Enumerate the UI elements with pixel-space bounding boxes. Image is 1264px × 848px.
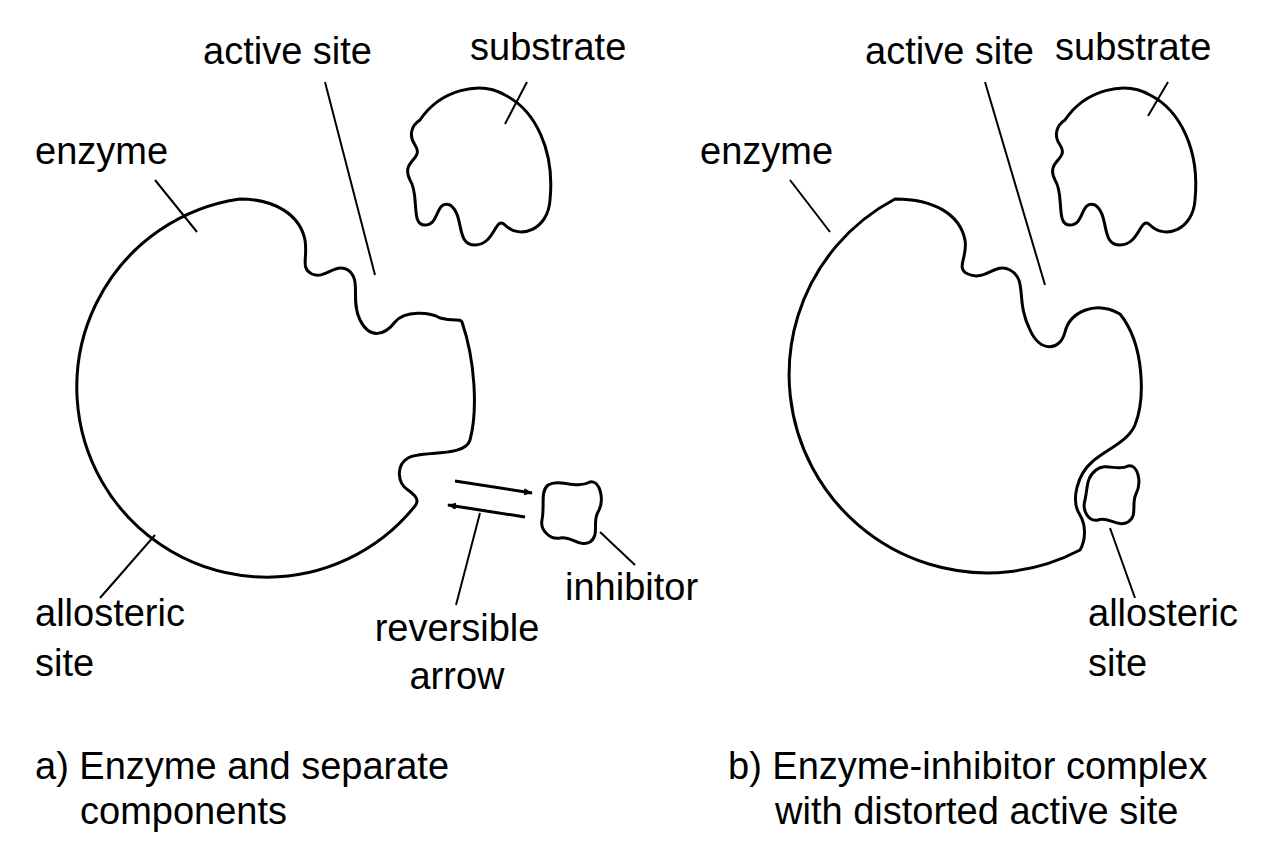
inhibitor-shape bbox=[1084, 466, 1139, 524]
panel-caption: a) Enzyme and separate components bbox=[80, 744, 480, 834]
leader-line bbox=[1148, 82, 1168, 116]
enzyme-shape bbox=[789, 199, 1141, 573]
forward-arrow bbox=[455, 481, 532, 493]
leader-line bbox=[325, 82, 375, 275]
part-label: active site bbox=[865, 28, 1034, 74]
enzyme-shape bbox=[77, 199, 475, 577]
leader-line bbox=[1110, 528, 1135, 598]
part-label: allosteric site bbox=[1088, 588, 1258, 688]
leader-line bbox=[505, 82, 527, 124]
leader-line bbox=[790, 180, 830, 232]
part-label: active site bbox=[203, 28, 372, 74]
leader-line bbox=[985, 82, 1045, 285]
part-label: enzyme bbox=[700, 128, 833, 174]
part-label: reversible arrow bbox=[362, 604, 552, 700]
leader-line bbox=[600, 532, 635, 565]
substrate-shape bbox=[408, 88, 551, 245]
part-label: inhibitor bbox=[565, 564, 698, 610]
part-label: substrate bbox=[470, 24, 626, 70]
part-label: substrate bbox=[1055, 24, 1211, 70]
part-label: enzyme bbox=[35, 128, 168, 174]
inhibitor-shape bbox=[542, 482, 602, 544]
leader-line bbox=[100, 535, 155, 598]
part-label: allosteric site bbox=[35, 588, 205, 688]
leader-line bbox=[456, 513, 480, 605]
leader-line bbox=[155, 180, 197, 232]
reverse-arrow bbox=[448, 505, 525, 517]
panel-caption: b) Enzyme-inhibitor complex with distort… bbox=[775, 744, 1245, 834]
substrate-shape bbox=[1053, 88, 1196, 245]
